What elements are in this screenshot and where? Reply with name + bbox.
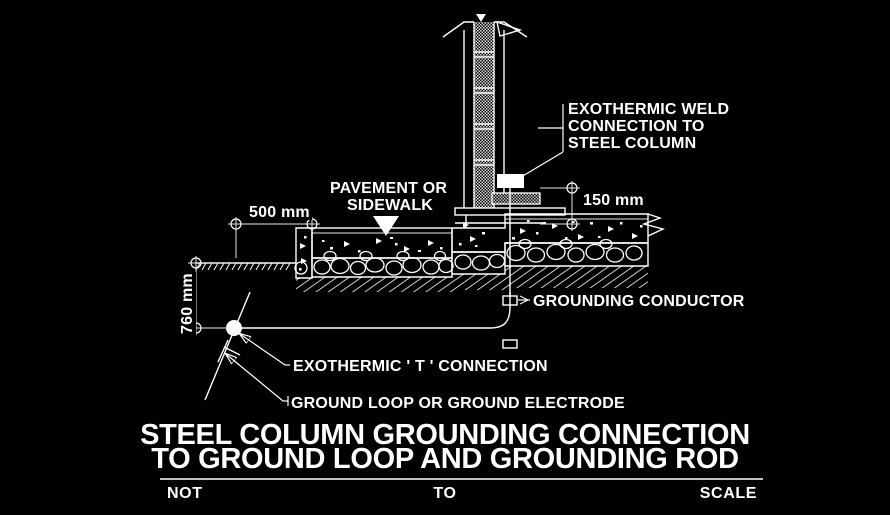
- dim-150-label: 150 mm: [583, 192, 644, 209]
- ground-surface-right: [641, 213, 666, 237]
- dim-150-mm: 150 mm: [540, 181, 650, 231]
- title-line-1: STEEL COLUMN GROUNDING CONNECTION: [140, 419, 750, 451]
- dim-500-label: 500 mm: [249, 204, 310, 221]
- dim-760-mm: 760 mm: [176, 256, 236, 338]
- dim-760-label: 760 mm: [179, 273, 196, 334]
- annotation-exothermic-weld-line-2: CONNECTION TO: [568, 118, 705, 135]
- annotation-exothermic-weld: EXOTHERMIC WELD CONNECTION TO STEEL COLU…: [509, 101, 729, 184]
- annotation-exothermic-weld-line-3: STEEL COLUMN: [568, 135, 696, 152]
- pavement-left-edge: [295, 227, 313, 279]
- dim-500-mm: 500 mm: [228, 200, 320, 258]
- earth-hatch: [296, 264, 648, 292]
- annotation-exothermic-t: EXOTHERMIC ' T ' CONNECTION: [240, 334, 548, 375]
- break-line: [442, 14, 528, 38]
- title-line-2: TO GROUND LOOP AND GROUNDING ROD: [151, 443, 739, 475]
- ground-conductor: [232, 188, 518, 349]
- annotation-pavement-line-1: PAVEMENT OR: [330, 180, 447, 197]
- scale-note-left: NOT: [167, 485, 203, 502]
- title-block: STEEL COLUMN GROUNDING CONNECTION TO GRO…: [140, 419, 763, 502]
- annotation-pavement-line-2: SIDEWALK: [347, 197, 433, 214]
- gravel-base: [294, 238, 649, 278]
- scale-note-right: SCALE: [700, 485, 757, 502]
- annotation-exothermic-t-label: EXOTHERMIC ' T ' CONNECTION: [293, 358, 548, 375]
- annotation-ground-loop-label: GROUND LOOP OR GROUND ELECTRODE: [291, 395, 625, 412]
- annotation-ground-loop: GROUND LOOP OR GROUND ELECTRODE: [226, 354, 625, 412]
- level-marker-triangle: [373, 216, 399, 236]
- weld-block: [497, 174, 524, 188]
- annotation-grounding-conductor-label: GROUNDING CONDUCTOR: [533, 293, 745, 310]
- scale-note-center: TO: [433, 485, 456, 502]
- annotation-exothermic-weld-line-1: EXOTHERMIC WELD: [568, 101, 729, 118]
- annotation-pavement-sidewalk: PAVEMENT OR SIDEWALK: [330, 180, 447, 236]
- steel-column: [442, 14, 528, 208]
- annotation-grounding-conductor: GROUNDING CONDUCTOR: [518, 293, 745, 310]
